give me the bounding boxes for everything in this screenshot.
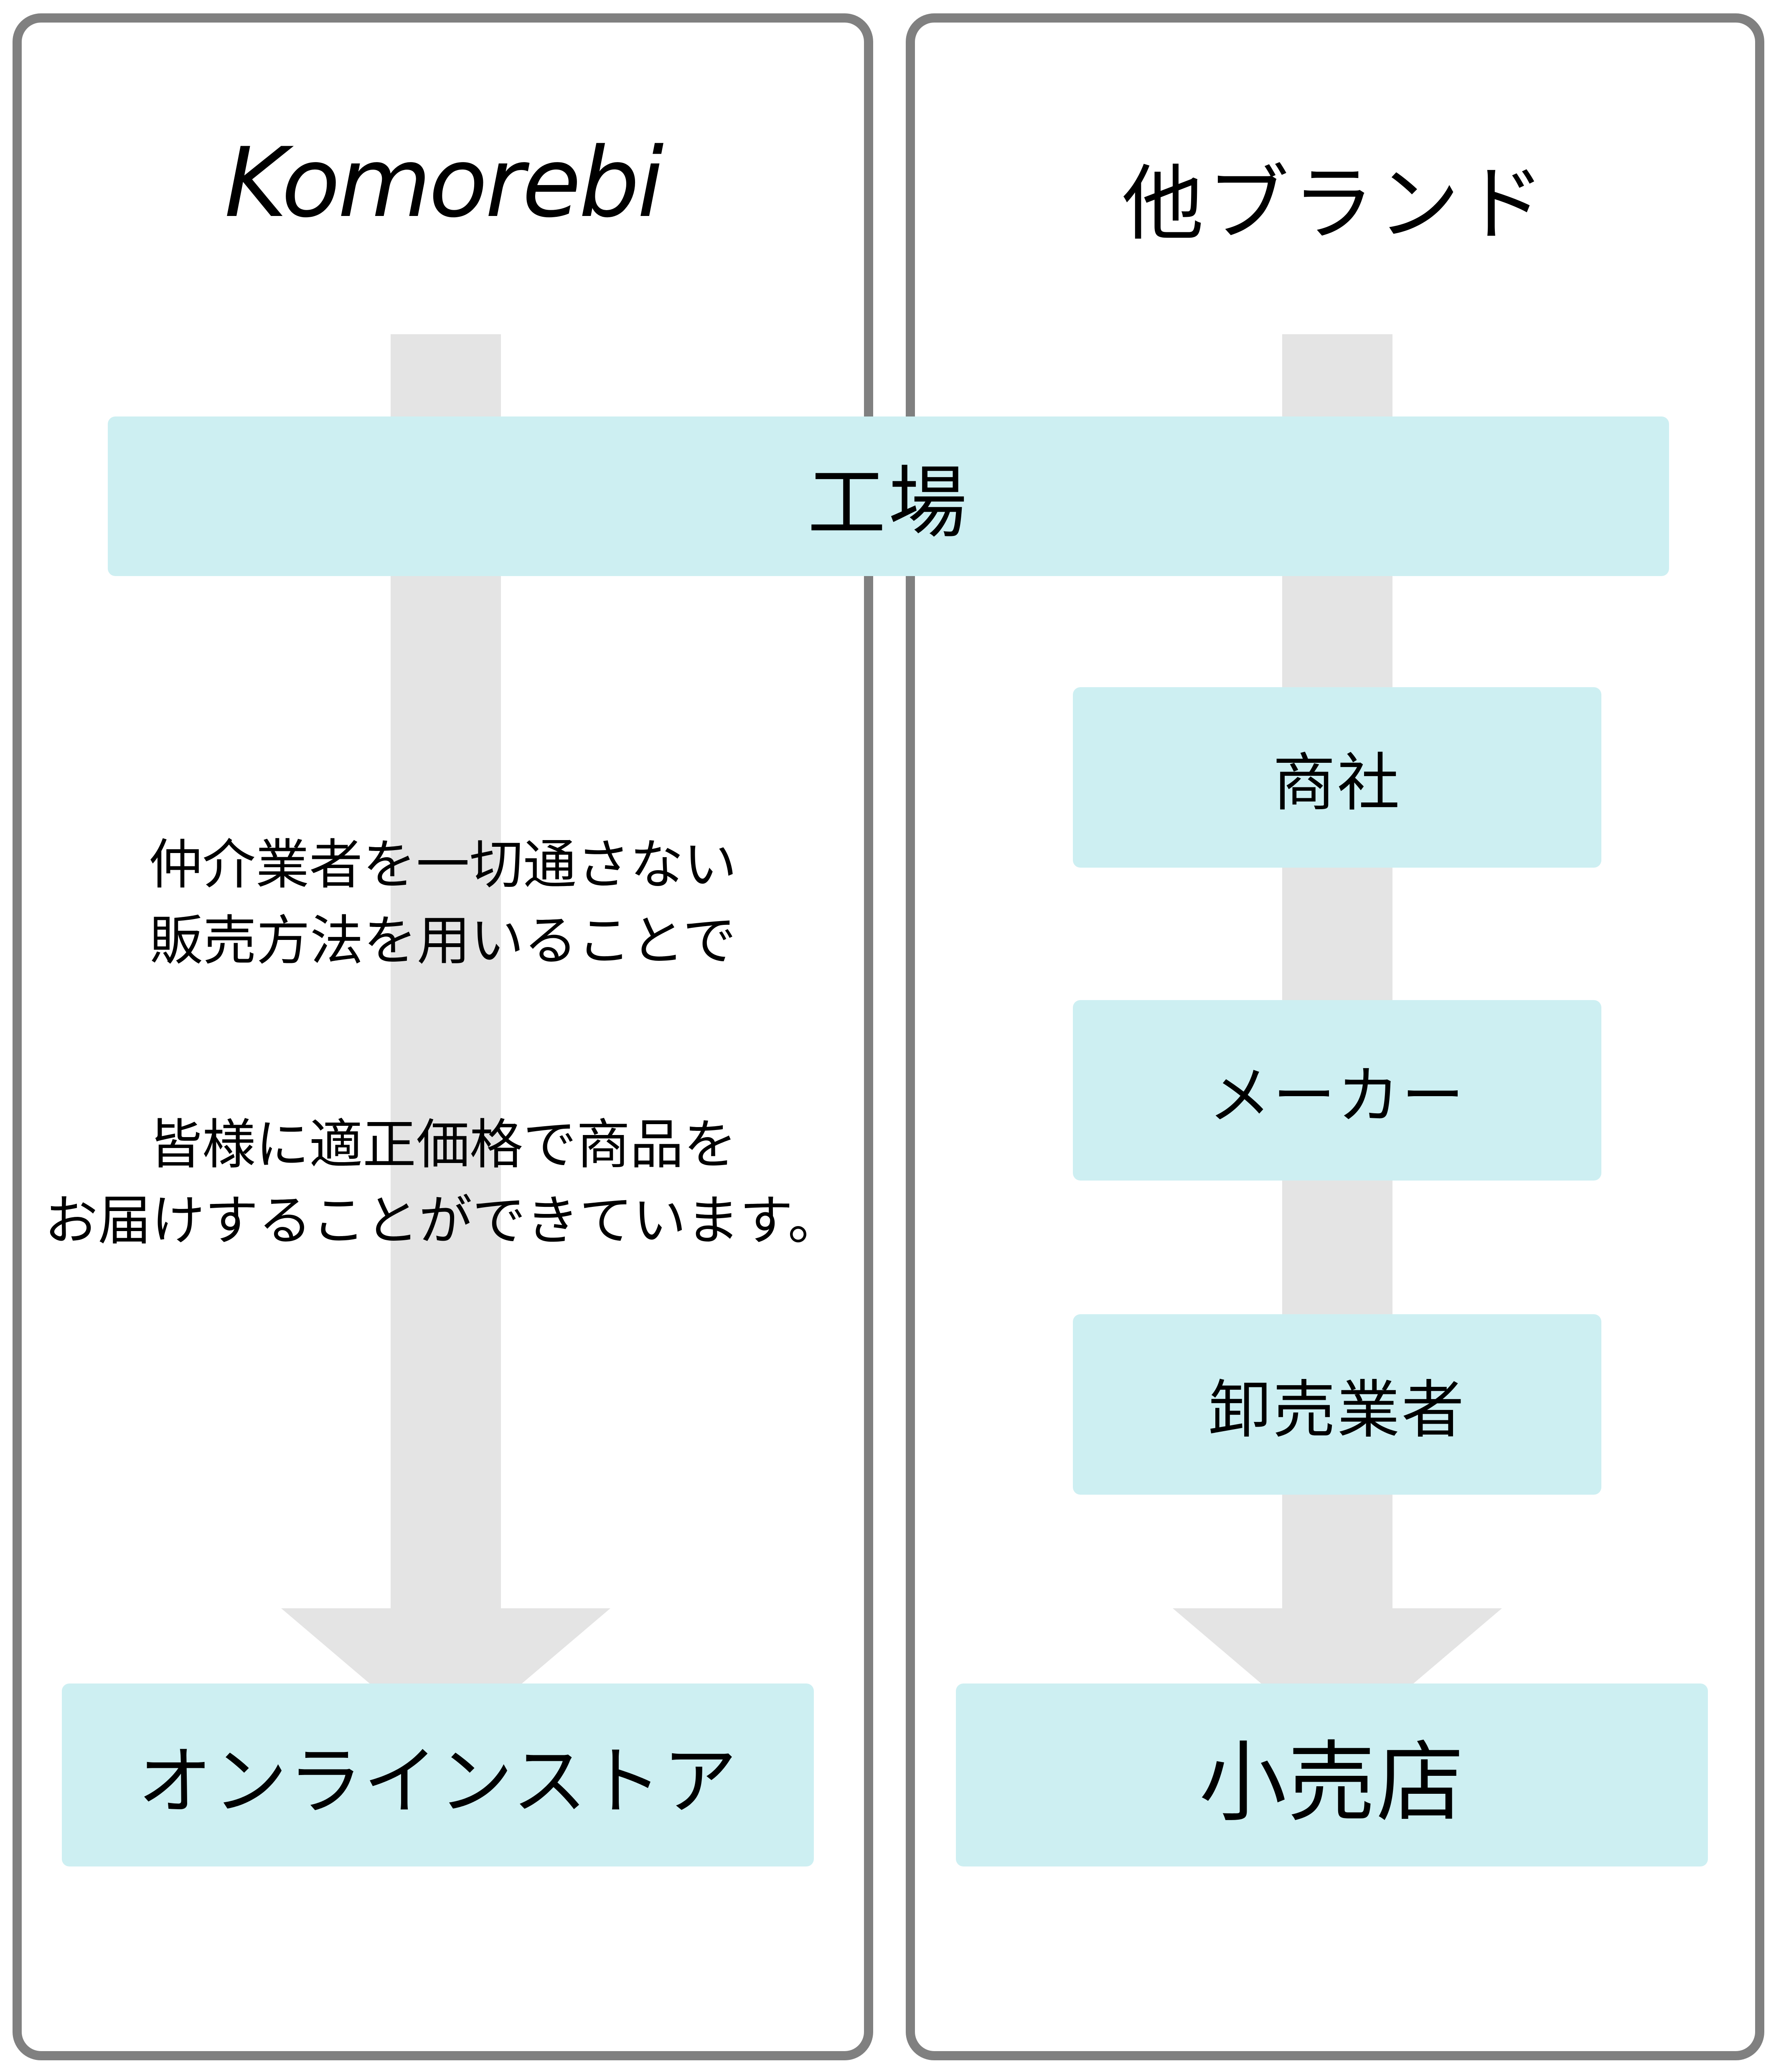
description-paragraph-1: 仲介業者を一切通さない 販売方法を用いることで <box>148 835 737 971</box>
panel-title-komorebi: Komorebi <box>224 127 664 239</box>
node-wholesaler: 卸売業者 <box>1073 1314 1601 1495</box>
node-online-store: オンラインストア <box>62 1684 814 1866</box>
node-factory: 工場 <box>108 416 1669 576</box>
panel-title-other-brands: 他ブランド <box>1122 158 1548 250</box>
node-retail-store: 小売店 <box>956 1684 1708 1866</box>
node-trading-company: 商社 <box>1073 687 1601 868</box>
node-maker: メーカー <box>1073 1000 1601 1181</box>
description-paragraph-2: 皆様に適正価格で商品を お届けすることができています。 <box>44 1115 841 1251</box>
